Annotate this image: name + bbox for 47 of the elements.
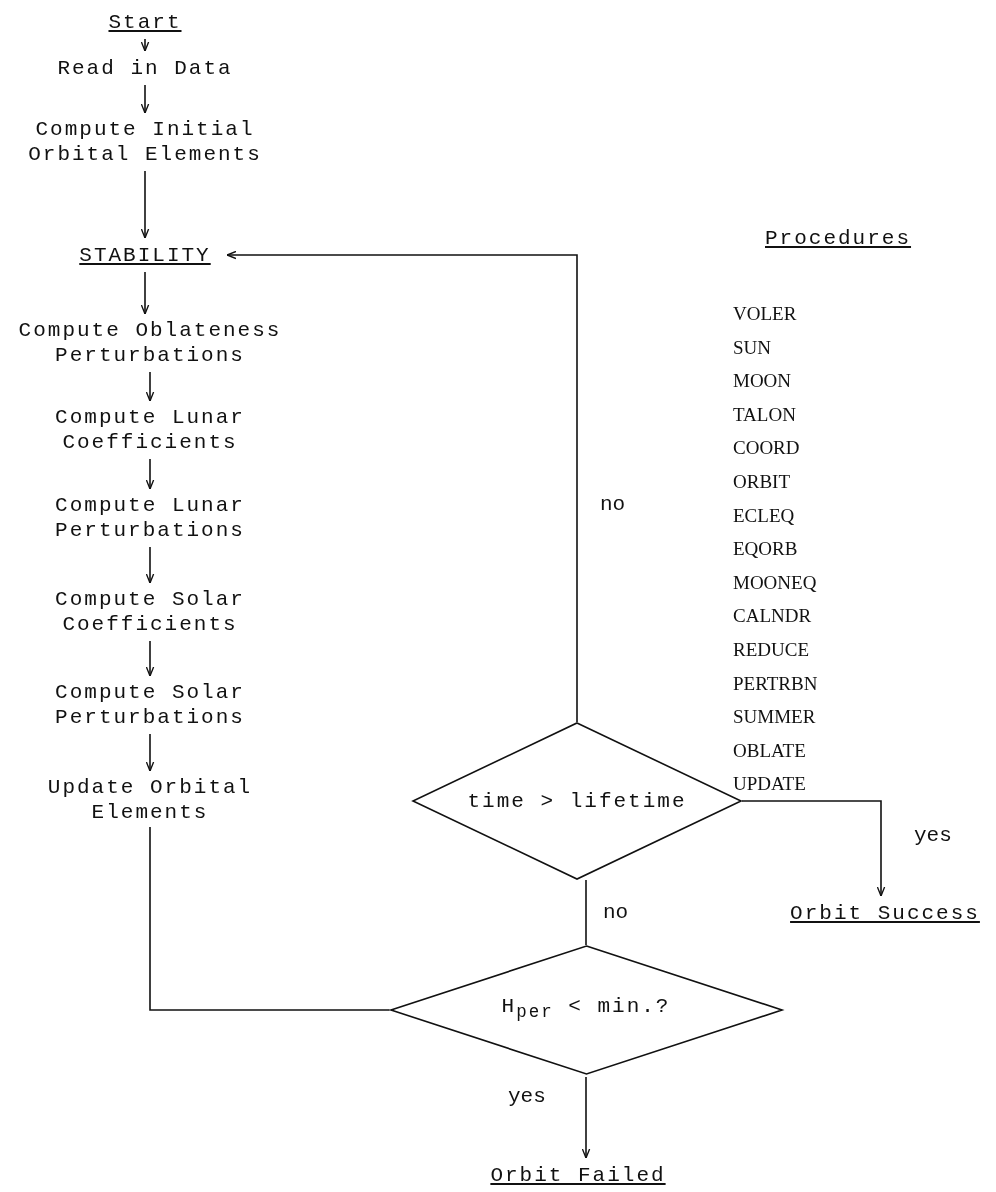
- procedure-name: TALON: [733, 403, 796, 426]
- procedure-name: VOLER: [733, 303, 797, 325]
- step-text: Compute Solar Coefficients: [54, 587, 246, 637]
- procedure-name: UPDATE: [733, 773, 806, 796]
- arrow: [145, 733, 155, 772]
- arrow: [145, 371, 155, 402]
- arrow: [140, 84, 150, 114]
- procedure-name: COORD: [733, 437, 800, 460]
- decision-diamond: [389, 945, 783, 1075]
- arrow: [581, 1076, 591, 1159]
- list-heading: Procedures: [765, 228, 912, 250]
- terminal-label: Start: [108, 9, 182, 35]
- procedure-name: REDUCE: [733, 639, 809, 661]
- procedure-name: MOON: [733, 370, 792, 393]
- edge-label: no: [600, 493, 626, 517]
- procedure-name: PERTRBN: [733, 672, 818, 695]
- arrow: [145, 546, 155, 584]
- decision-text: H$_{per}$ < min.?: [501, 994, 671, 1025]
- arrow: [140, 170, 150, 239]
- step-text: Read in Data: [57, 55, 233, 81]
- procedure-name: OBLATE: [733, 739, 806, 762]
- procedure-name: EQORB: [733, 538, 798, 561]
- procedure-name: MOONEQ: [733, 571, 817, 594]
- procedure-name: ORBIT: [733, 471, 790, 493]
- terminal-label: Orbit Failed: [490, 1162, 666, 1188]
- procedure-name: CALNDR: [733, 605, 812, 628]
- edge-label: yes: [508, 1085, 546, 1109]
- procedure-name: ECLEQ: [733, 504, 795, 527]
- arrow: [741, 800, 886, 897]
- step-text: Compute Oblateness Perturbations: [17, 318, 283, 368]
- step-text: Compute Lunar Coefficients: [54, 405, 246, 455]
- arrow: [145, 458, 155, 490]
- procedure-name: SUN: [733, 336, 771, 359]
- edge-label: yes: [914, 824, 952, 848]
- step-text: Update Orbital Elements: [46, 775, 254, 825]
- terminal-label: STABILITY: [79, 242, 211, 268]
- terminal-label: Orbit Success: [790, 900, 980, 926]
- edge-label: no: [603, 901, 629, 925]
- step-text: Compute Solar Perturbations: [54, 680, 246, 730]
- arrow: [226, 250, 578, 723]
- arrow: [140, 38, 150, 52]
- arrow: [140, 271, 150, 315]
- decision-text: time > lifetime: [467, 788, 687, 814]
- procedure-name: SUMMER: [733, 706, 816, 729]
- arrow: [145, 640, 155, 677]
- step-text: Compute Lunar Perturbations: [54, 493, 246, 543]
- step-text: Compute Initial Orbital Elements: [27, 117, 263, 167]
